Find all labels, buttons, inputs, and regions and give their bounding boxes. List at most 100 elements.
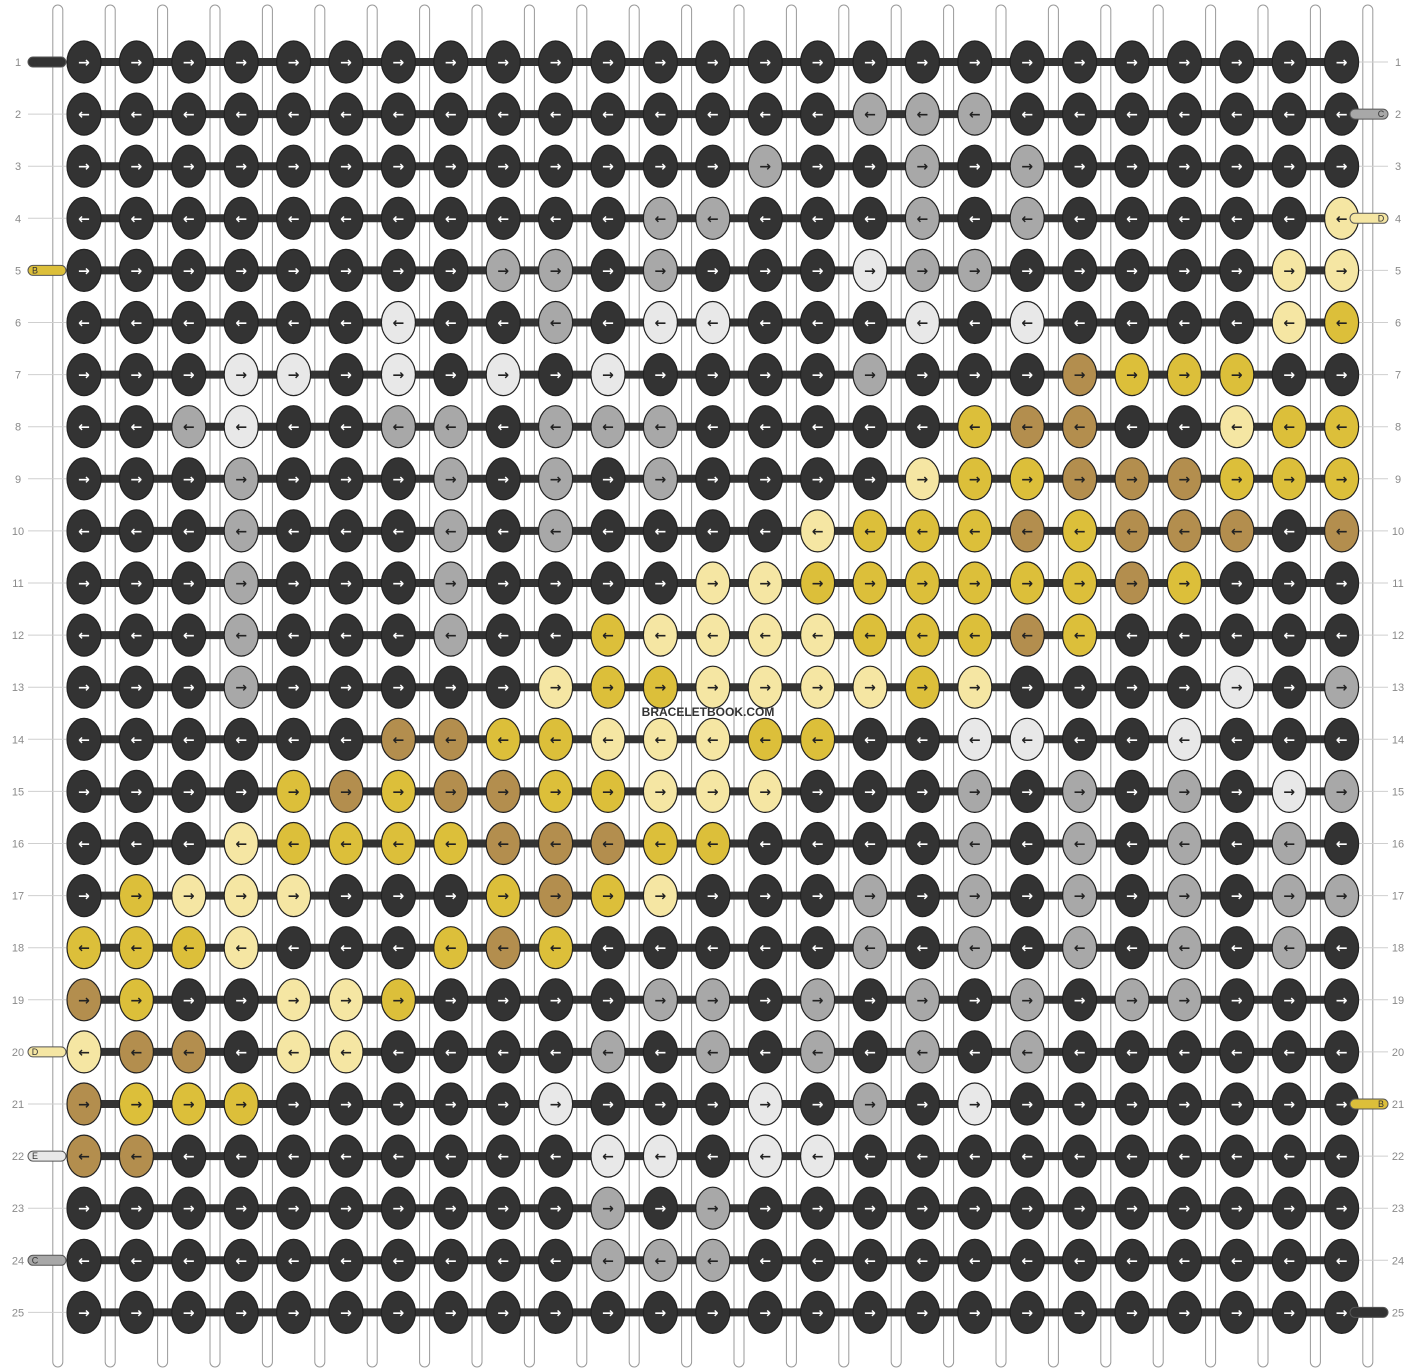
knot-arrow: → xyxy=(759,680,771,696)
knot-arrow: → xyxy=(497,889,509,905)
knot: → xyxy=(1323,1186,1360,1230)
row-number-right: 2 xyxy=(1395,109,1401,121)
knot-arrow: → xyxy=(602,263,614,279)
knot-arrow: ← xyxy=(812,524,824,540)
knot-arrow: ← xyxy=(288,420,300,436)
knot-arrow: → xyxy=(707,680,719,696)
knot-arrow: → xyxy=(655,993,667,1009)
knot-arrow: ← xyxy=(1074,628,1086,644)
knot: → xyxy=(747,457,783,501)
knot-arrow: → xyxy=(1231,159,1243,175)
knot-arrow: → xyxy=(1074,55,1086,71)
knot-arrow: ← xyxy=(340,316,352,332)
knot: → xyxy=(904,353,941,397)
knot-arrow: → xyxy=(340,263,352,279)
knot: → xyxy=(223,457,259,501)
knot-arrow: → xyxy=(969,368,981,384)
knot-arrow: ← xyxy=(393,420,405,436)
knot-arrow: ← xyxy=(1021,524,1033,540)
knot-arrow: → xyxy=(969,889,981,905)
knot: → xyxy=(852,1082,888,1126)
knot-arrow: → xyxy=(393,784,405,800)
knot: → xyxy=(852,769,888,814)
knot-arrow: → xyxy=(759,1201,771,1217)
knot: ← xyxy=(747,1238,783,1282)
knot-arrow: → xyxy=(1179,1097,1191,1113)
knot-arrow: → xyxy=(445,1097,457,1113)
knot-arrow: → xyxy=(864,1097,876,1113)
knot: → xyxy=(328,353,364,397)
knot: → xyxy=(957,561,993,605)
knot: → xyxy=(118,144,154,188)
knot-arrow: ← xyxy=(393,628,405,644)
knot: → xyxy=(485,1290,521,1335)
knot: ← xyxy=(747,1134,783,1178)
knot-arrow: → xyxy=(969,1201,981,1217)
knot: ← xyxy=(590,1238,626,1282)
knot-arrow: ← xyxy=(1021,732,1033,748)
knot: → xyxy=(590,1082,626,1126)
knot: ← xyxy=(957,926,993,970)
knot: → xyxy=(1219,665,1255,709)
knot-arrow: ← xyxy=(235,107,247,123)
knot-arrow: ← xyxy=(1231,1045,1243,1061)
knot: ← xyxy=(695,1030,731,1074)
knot-arrow: → xyxy=(235,472,247,488)
knot-arrow: → xyxy=(550,159,562,175)
knot-arrow: → xyxy=(131,1201,143,1217)
knot-arrow: → xyxy=(707,263,719,279)
knot-arrow: ← xyxy=(1021,107,1033,123)
knot-arrow: → xyxy=(550,889,562,905)
knot-arrow: ← xyxy=(1336,1253,1348,1269)
knot-arrow: → xyxy=(812,1097,824,1113)
knot: ← xyxy=(642,509,679,553)
knot: → xyxy=(537,1082,574,1126)
knot: ← xyxy=(1271,509,1307,553)
knot: ← xyxy=(1219,613,1255,657)
knot: → xyxy=(380,1186,416,1230)
knot-arrow: ← xyxy=(759,732,771,748)
knot-arrow: → xyxy=(288,784,300,800)
knot-arrow: → xyxy=(1074,1097,1086,1113)
knot: → xyxy=(66,144,102,188)
knot: ← xyxy=(1219,717,1255,761)
row-number-left: 17 xyxy=(12,891,24,903)
knot-arrow: ← xyxy=(183,837,195,853)
knot: → xyxy=(276,1082,312,1126)
knot-arrow: → xyxy=(1283,993,1295,1009)
knot: → xyxy=(1323,978,1360,1022)
knot: ← xyxy=(1114,300,1150,345)
knot-arrow: → xyxy=(812,159,824,175)
knot-arrow: → xyxy=(393,368,405,384)
knot: → xyxy=(957,40,993,84)
knot-arrow: → xyxy=(183,680,195,696)
knot-arrow: ← xyxy=(1283,211,1295,227)
knot-arrow: → xyxy=(1231,576,1243,592)
knot-arrow: ← xyxy=(445,1149,457,1165)
knot: → xyxy=(328,248,364,292)
knot: ← xyxy=(1114,821,1150,866)
knot-arrow: → xyxy=(707,889,719,905)
knot: → xyxy=(328,1290,364,1335)
knot-arrow: ← xyxy=(864,1253,876,1269)
knot-arrow: ← xyxy=(864,1149,876,1165)
knot: ← xyxy=(799,1030,836,1074)
knot: ← xyxy=(380,717,416,761)
knot: ← xyxy=(1219,92,1255,136)
knot-arrow: → xyxy=(288,472,300,488)
knot-arrow: ← xyxy=(1231,524,1243,540)
knot: → xyxy=(171,1186,207,1230)
knot: ← xyxy=(1166,821,1203,866)
knot: → xyxy=(1114,457,1150,501)
knot-arrow: → xyxy=(497,576,509,592)
knot-arrow: ← xyxy=(235,1149,247,1165)
knot-arrow: ← xyxy=(812,1045,824,1061)
knot: → xyxy=(590,40,626,84)
knot: → xyxy=(171,1290,207,1335)
knot: ← xyxy=(957,92,993,136)
knot-arrow: ← xyxy=(1179,420,1191,436)
knot: ← xyxy=(537,926,574,970)
knot-arrow: ← xyxy=(288,1149,300,1165)
knot-arrow: → xyxy=(1074,680,1086,696)
